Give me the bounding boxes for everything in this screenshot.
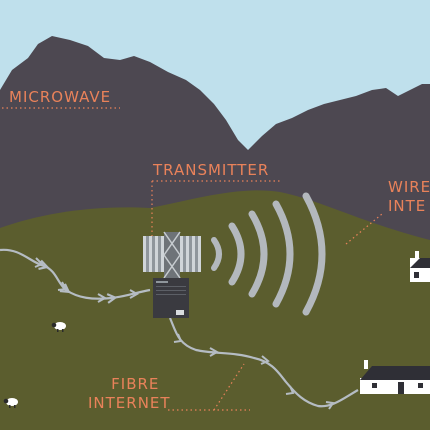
sheep-icon — [51, 322, 66, 332]
cable-arrow — [57, 281, 68, 291]
fibre-internet-label: FIBRE INTERNET — [88, 375, 171, 413]
fibre-label-line2: INTERNET — [88, 394, 171, 412]
cable-arrow — [285, 385, 295, 395]
microwave-label: MICROWAVE — [9, 88, 112, 106]
wireless-label-line1: WIRE — [388, 178, 430, 196]
cable-arrow — [260, 355, 270, 365]
cable-arrow — [209, 347, 220, 357]
signal-waves-icon — [211, 192, 326, 316]
transmitter-leader — [151, 180, 282, 238]
fibre-label-line1: FIBRE — [111, 375, 160, 393]
cable-arrow — [325, 401, 335, 410]
transmitter-label: TRANSMITTER — [153, 161, 270, 179]
transmitter-tower-icon — [143, 231, 201, 318]
cable-arrow — [97, 293, 108, 303]
cable-arrow — [34, 257, 44, 268]
house-icon — [410, 251, 430, 282]
hill-icon — [0, 190, 430, 430]
house-icon — [360, 360, 430, 394]
cable-arrow — [173, 333, 183, 343]
wireless-internet-label: WIRE INTE — [388, 178, 430, 216]
mountain-icon — [0, 36, 430, 240]
wireless-leader — [345, 213, 383, 245]
fibre-cable-icon — [168, 317, 359, 408]
fibre-leader — [168, 363, 250, 411]
cable-arrow — [129, 289, 140, 299]
wireless-label-line2: INTE — [388, 197, 427, 215]
sheep-icon — [3, 398, 18, 408]
